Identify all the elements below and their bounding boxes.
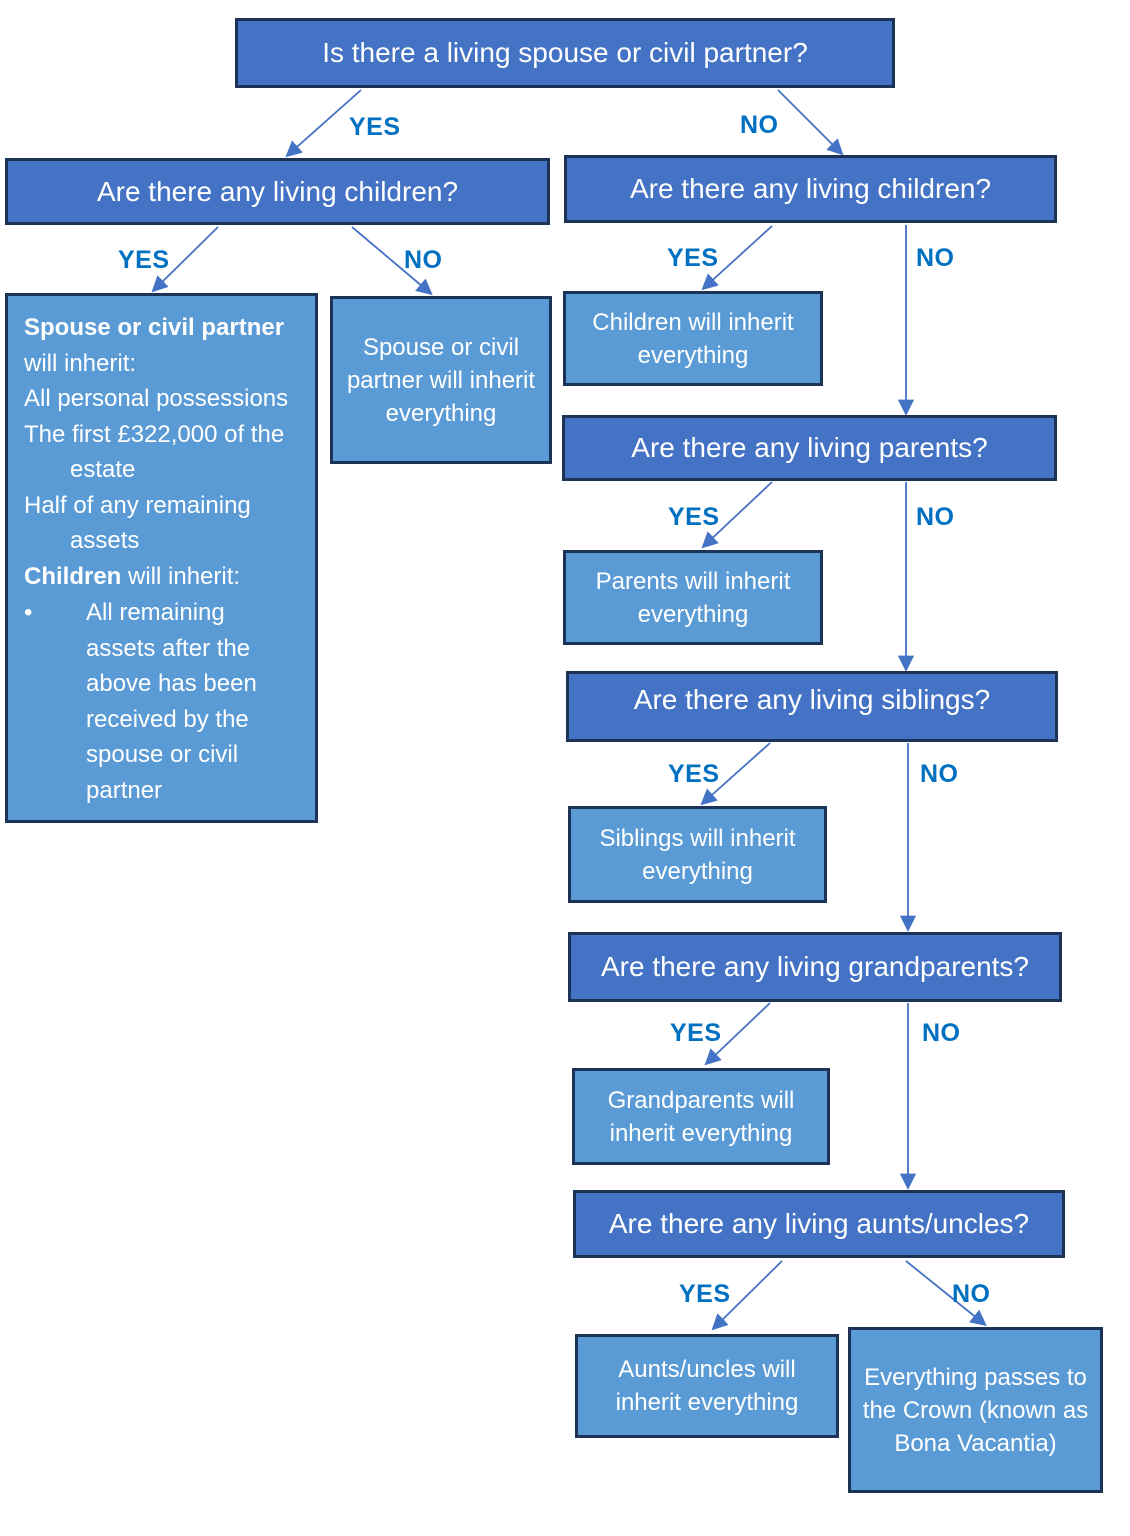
detail-item-half-remaining: Half of any remaining assets (24, 491, 251, 555)
question-living-parents-label: Are there any living parents? (631, 432, 988, 463)
arrow-top-yes (285, 89, 362, 158)
detail-heading-bold: Spouse or civil partner (24, 314, 285, 341)
label-children-left-yes: YES (118, 246, 170, 274)
detail-item-personal-possessions: All personal possessions (24, 385, 289, 412)
bullet-icon: • (24, 599, 33, 626)
label-siblings-no: NO (920, 760, 959, 788)
arrow-right-children-yes (701, 225, 773, 291)
result-grandparents-inherit-everything: Grandparents will inherit everything (572, 1068, 830, 1165)
result-crown-bona-vacantia-label: Everything passes to the Crown (known as… (862, 1363, 1089, 1457)
arrow-top-no (777, 89, 844, 156)
label-top-yes: YES (349, 113, 401, 141)
result-parents-inherit-everything: Parents will inherit everything (563, 550, 823, 645)
label-siblings-yes: YES (668, 760, 720, 788)
label-children-right-yes: YES (667, 244, 719, 272)
label-parents-no: NO (916, 503, 955, 531)
result-spouse-inherits-everything-label: Spouse or civil partner will inherit eve… (346, 333, 536, 427)
label-children-right-no: NO (916, 244, 955, 272)
arrow-parents-yes (701, 481, 773, 549)
detail-children-bold: Children (24, 562, 122, 590)
label-parents-yes: YES (668, 503, 720, 531)
label-grandparents-yes: YES (670, 1019, 722, 1047)
label-children-left-no: NO (404, 246, 443, 274)
question-living-children-left-label: Are there any living children? (96, 175, 459, 207)
arrow-siblings-yes (700, 742, 771, 806)
label-grandparents-no: NO (922, 1019, 961, 1047)
detail-children-rest: will inherit: (121, 562, 241, 590)
result-spouse-inherits-everything: Spouse or civil partner will inherit eve… (330, 296, 552, 464)
result-parents-inherit-everything-label: Parents will inherit everything (595, 567, 791, 628)
label-top-no: NO (740, 111, 779, 139)
arrow-aunts-no (905, 1260, 987, 1327)
label-aunts-no: NO (952, 1280, 991, 1308)
result-spouse-and-children-detail: Spouse or civil partner will inherit: Al… (5, 293, 318, 823)
question-living-spouse-label: Is there a living spouse or civil partne… (322, 37, 808, 68)
result-aunts-uncles-inherit-everything: Aunts/uncles will inherit everything (575, 1334, 839, 1438)
arrow-grandparents-yes (704, 1002, 771, 1066)
question-living-spouse: Is there a living spouse or civil partne… (235, 18, 895, 88)
arrow-left-children-no (351, 226, 433, 296)
question-living-children-right-label: Are there any living children? (629, 173, 992, 204)
result-crown-bona-vacantia: Everything passes to the Crown (known as… (848, 1327, 1103, 1493)
question-living-siblings: Are there any living siblings? (566, 671, 1058, 742)
question-living-children-right: Are there any living children? (564, 155, 1057, 223)
question-living-grandparents-label: Are there any living grandparents? (600, 951, 1030, 982)
detail-bullet-text: All remaining assets after the above has… (86, 599, 257, 804)
arrow-left-children-yes (151, 226, 219, 293)
result-children-inherit-everything-label: Children will inherit everything (592, 308, 794, 369)
question-living-children-left: Are there any living children? (5, 158, 550, 225)
result-grandparents-inherit-everything-label: Grandparents will inherit everything (607, 1086, 795, 1147)
question-living-siblings-label: Are there any living siblings? (633, 684, 991, 715)
question-living-aunts-uncles: Are there any living aunts/uncles? (573, 1190, 1065, 1258)
label-aunts-yes: YES (679, 1280, 731, 1308)
question-living-aunts-uncles-label: Are there any living aunts/uncles? (608, 1208, 1030, 1239)
question-living-grandparents: Are there any living grandparents? (568, 932, 1062, 1002)
arrow-aunts-yes (711, 1260, 783, 1331)
detail-item-first-322000: The first £322,000 of the estate (24, 420, 285, 484)
detail-heading-rest: will inherit: (24, 349, 137, 377)
result-siblings-inherit-everything: Siblings will inherit everything (568, 806, 827, 903)
result-siblings-inherit-everything-label: Siblings will inherit everything (599, 824, 796, 885)
question-living-parents: Are there any living parents? (562, 415, 1057, 481)
result-children-inherit-everything: Children will inherit everything (563, 291, 823, 386)
result-aunts-uncles-inherit-everything-label: Aunts/uncles will inherit everything (615, 1356, 799, 1416)
